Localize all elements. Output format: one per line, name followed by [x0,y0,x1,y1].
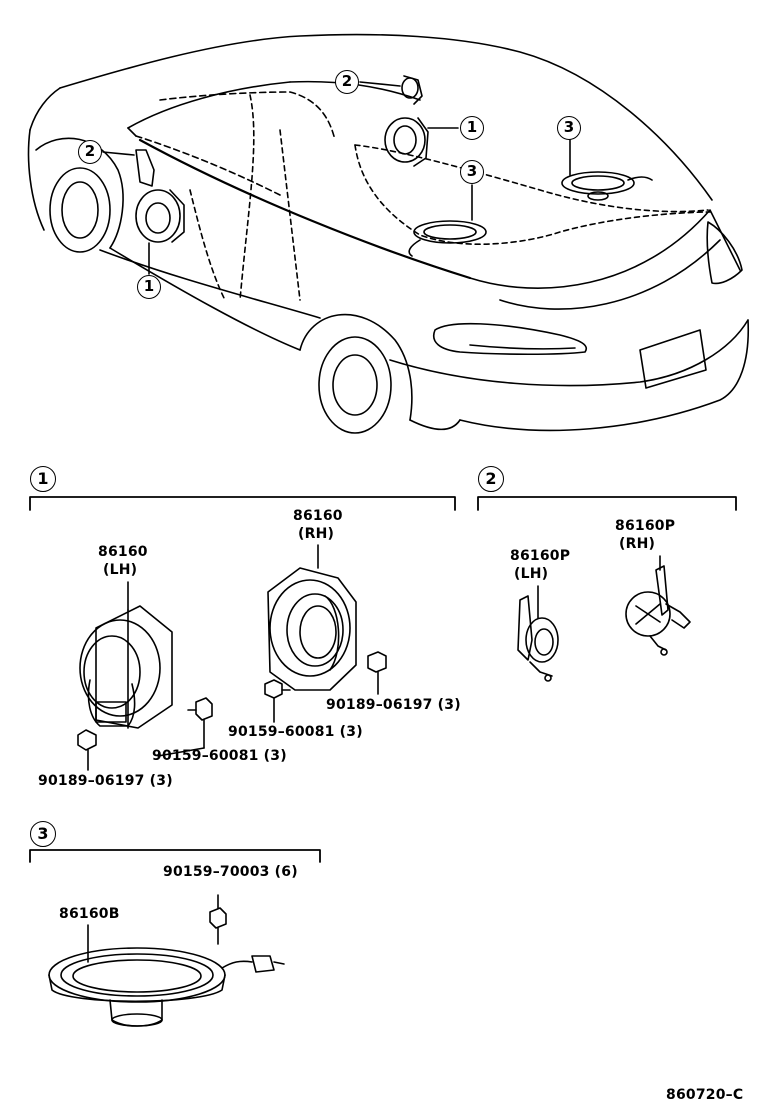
rh-speaker-part-number: 86160 [293,508,343,524]
rear-screw-part-number: 90159–70003 (6) [163,864,298,880]
car-drawing [27,33,750,434]
car-callout-2-door: 2 [78,140,102,164]
rh-tweeter-side: (RH) [619,536,656,552]
lh-screw-part-number: 90159–60081 (3) [152,748,287,764]
section-brackets [29,496,737,863]
rh-nut-part-number: 90189–06197 (3) [326,697,461,713]
section1-drawings [77,544,387,771]
car-callout-3-deck-right: 3 [557,116,581,140]
section-2-number: 2 [478,466,504,492]
section-1-number: 1 [30,466,56,492]
rh-screw-part-number: 90159–60081 (3) [228,724,363,740]
lh-tweeter-side: (LH) [514,566,549,582]
car-callout-3-deck-left: 3 [460,160,484,184]
car-callout-1-door: 1 [137,275,161,299]
rear-speaker-part-number: 86160B [59,906,120,922]
lh-speaker-side: (LH) [103,562,138,578]
diagram-code: 860720–C [666,1087,744,1103]
car-callout-2-deck: 2 [335,70,359,94]
lh-nut-part-number: 90189–06197 (3) [38,773,173,789]
section2-drawings [517,555,691,682]
lh-speaker-part-number: 86160 [98,544,148,560]
section3-drawings [48,894,285,1027]
rh-speaker-side: (RH) [298,526,335,542]
section-3-number: 3 [30,821,56,847]
lh-tweeter-part-number: 86160P [510,548,571,564]
car-callout-1-deck: 1 [460,116,484,140]
rh-tweeter-part-number: 86160P [615,518,676,534]
